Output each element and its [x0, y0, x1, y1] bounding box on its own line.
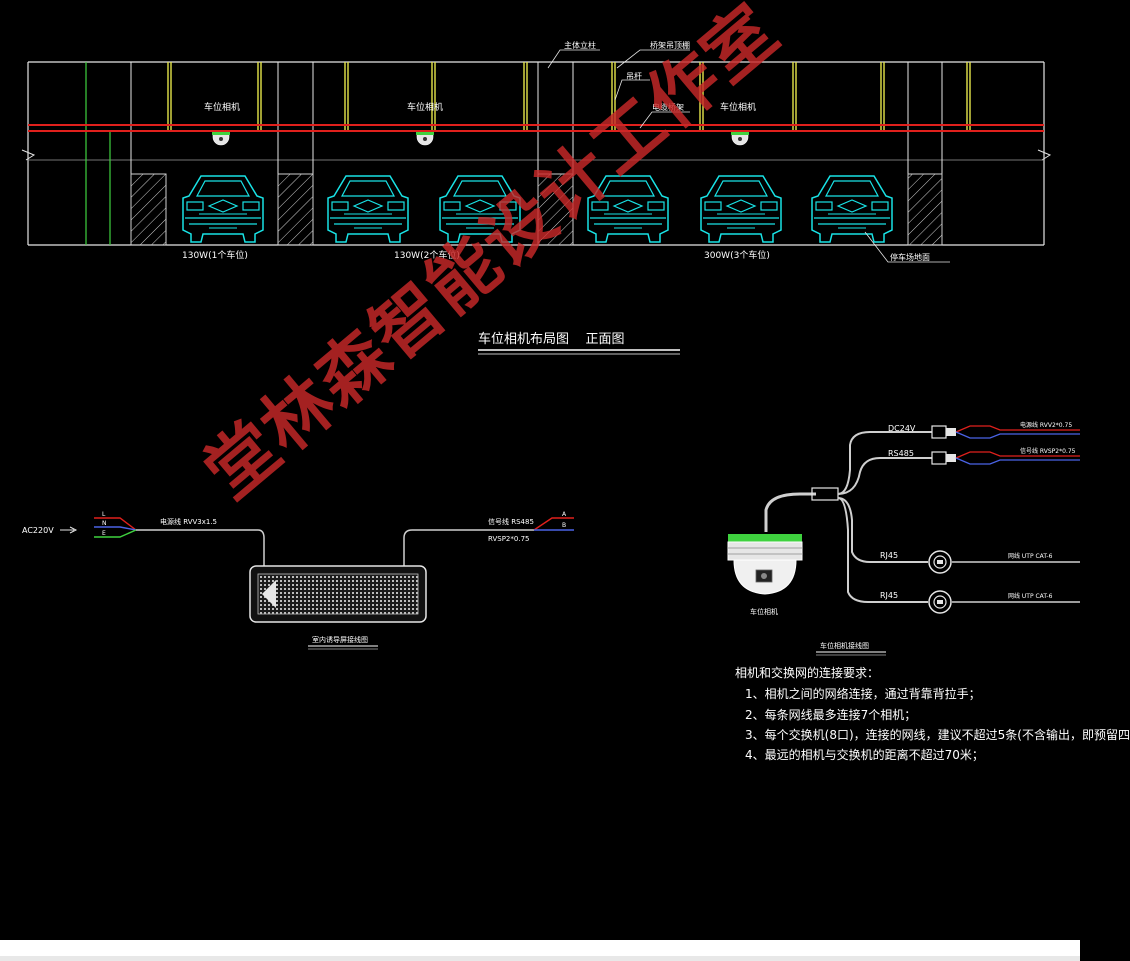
rs485-label: RS485 — [888, 449, 914, 458]
wire-a — [533, 517, 574, 531]
notes-heading: 相机和交换网的连接要求： — [735, 666, 880, 680]
leader-lines — [547, 49, 950, 263]
break-mark-left — [21, 149, 36, 161]
car-icon-5 — [700, 175, 782, 243]
break-mark-right — [1037, 149, 1052, 161]
dc-cable — [837, 431, 932, 495]
guidance-screen-wiring: AC220V L N E 电源线 RVV3x1.5 信号线 RS485 RVSP… — [22, 511, 574, 650]
wire-l — [94, 517, 137, 531]
rs485-wire-blue — [955, 457, 1080, 465]
rj45-label-1: RJ45 — [880, 551, 898, 560]
dc-cable-label: 电源线 RVV2*0.75 — [1020, 421, 1072, 429]
wire-tag-b: B — [562, 522, 566, 529]
power-cable-line — [136, 529, 265, 566]
net-cable-label-2: 网线 UTP CAT-6 — [1008, 592, 1053, 600]
label-parking-camera-1: 车位相机 — [204, 101, 240, 113]
column-hatch — [130, 173, 943, 246]
car-icon-4 — [587, 175, 669, 243]
signal-cable-line — [403, 529, 534, 566]
car-icon-3 — [439, 175, 521, 243]
rj45-cable-2 — [837, 497, 928, 603]
led-grid — [257, 573, 419, 615]
note-item-4: 4、最远的相机与交换机的距离不超过70米； — [745, 748, 984, 762]
cad-drawing-canvas: 主体立柱 桥架吊顶棚 吊杆 电缆桥架 车位相机 车位相机 车位相机 停车场地面 … — [21, 0, 1130, 762]
rj45-cable-1 — [837, 497, 928, 563]
camera-caption: 车位相机接线图 — [820, 641, 869, 650]
rs485-connector-icon — [931, 451, 956, 465]
label-hanger-rod: 吊杆 — [626, 71, 642, 81]
cable-tray — [28, 124, 1044, 132]
dc-connector-icon — [931, 425, 956, 439]
bottom-bar-inner — [0, 956, 1080, 961]
signal-cable-label-2: RVSP2*0.75 — [488, 535, 529, 543]
parking-elevation: 主体立柱 桥架吊顶棚 吊杆 电缆桥架 车位相机 车位相机 车位相机 停车场地面 … — [21, 40, 1052, 355]
note-item-3: 3、每个交换机(8口)，连接的网线，建议不超过5条(不含输出，即预留四 — [745, 728, 1130, 742]
input-arrow-head — [69, 526, 78, 534]
ac220v-label: AC220V — [22, 526, 54, 535]
dc24v-label: DC24V — [888, 424, 916, 433]
label-parking-camera-2: 车位相机 — [407, 101, 443, 113]
label-parking-line: 停车场地面 — [890, 252, 930, 262]
car-icon-2 — [327, 175, 409, 243]
parking-camera-icon-3 — [730, 131, 750, 146]
power-label-3: 300W(3个车位) — [704, 249, 770, 261]
label-parking-camera-3: 车位相机 — [720, 101, 756, 113]
hanger-rods — [167, 62, 971, 132]
rs485-cable — [837, 457, 932, 495]
label-cable-tray: 电缆桥架 — [652, 102, 684, 112]
rj45-label-2: RJ45 — [880, 591, 898, 600]
bottom-bar — [0, 940, 1080, 961]
note-item-1: 1、相机之间的网络连接，通过背靠背拉手； — [745, 687, 981, 701]
wire-tag-n: N — [102, 520, 107, 527]
arrow-icon — [262, 580, 276, 608]
label-cable-tray-top: 桥架吊顶棚 — [650, 40, 690, 50]
dome-camera-icon — [727, 534, 803, 595]
cad-drawing-svg: 主体立柱 桥架吊顶棚 吊杆 电缆桥架 车位相机 车位相机 车位相机 停车场地面 … — [21, 40, 1080, 656]
net-cable-label-1: 网线 UTP CAT-6 — [1008, 552, 1053, 560]
parking-camera-icon-1 — [211, 131, 231, 146]
elevation-title: 车位相机布局图 正面图 — [478, 331, 625, 347]
dc-wire-blue — [955, 431, 1080, 439]
power-cable-label: 电源线 RVV3x1.5 — [160, 517, 217, 526]
wire-n — [94, 526, 137, 531]
camera-label: 车位相机 — [750, 607, 778, 616]
wire-e — [94, 529, 137, 538]
rj45-jack-icon-1 — [928, 550, 952, 574]
car-icon-1 — [182, 175, 264, 243]
wire-tag-e: E — [102, 530, 106, 537]
wire-tag-l: L — [102, 511, 106, 518]
parking-camera-icon-2 — [415, 131, 435, 146]
camera-wiring: DC24V RS485 RJ45 RJ45 电源线 RVV2*0.75 信号线 … — [727, 421, 1080, 656]
guidance-caption: 室内诱导屏接线图 — [312, 635, 368, 644]
label-body-column: 主体立柱 — [564, 40, 596, 50]
rs485-wire-red — [955, 451, 1080, 459]
power-label-2: 130W(2个车位) — [394, 249, 460, 261]
camera-main-cable — [764, 492, 816, 532]
dc-wire-red — [955, 425, 1080, 433]
car-icon-6 — [811, 175, 893, 243]
wire-tag-a: A — [562, 511, 567, 518]
rs485-cable-label: 信号线 RVSP2*0.75 — [1020, 447, 1076, 455]
power-label-1: 130W(1个车位) — [182, 249, 248, 261]
note-item-2: 2、每条网线最多连接7个相机； — [745, 708, 917, 722]
signal-cable-label-1: 信号线 RS485 — [488, 517, 534, 526]
rj45-jack-icon-2 — [928, 590, 952, 614]
